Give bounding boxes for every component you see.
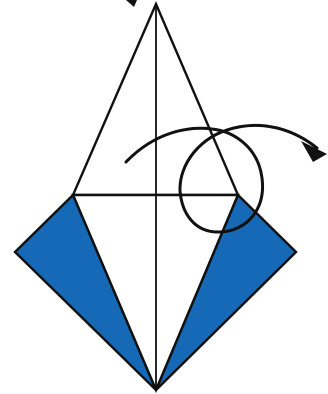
top-marker-arrow-tip [126,0,137,7]
